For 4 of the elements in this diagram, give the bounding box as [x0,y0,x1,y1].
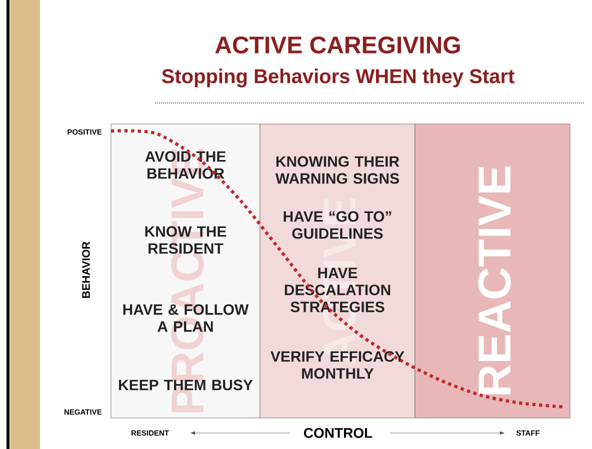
column-panel: REACTIVE [414,124,570,418]
title: ACTIVE CAREGIVING [215,36,460,54]
axis-title: BEHAVIOR [82,242,90,298]
subtitle: Stopping Behaviors WHEN they Start [162,68,514,88]
